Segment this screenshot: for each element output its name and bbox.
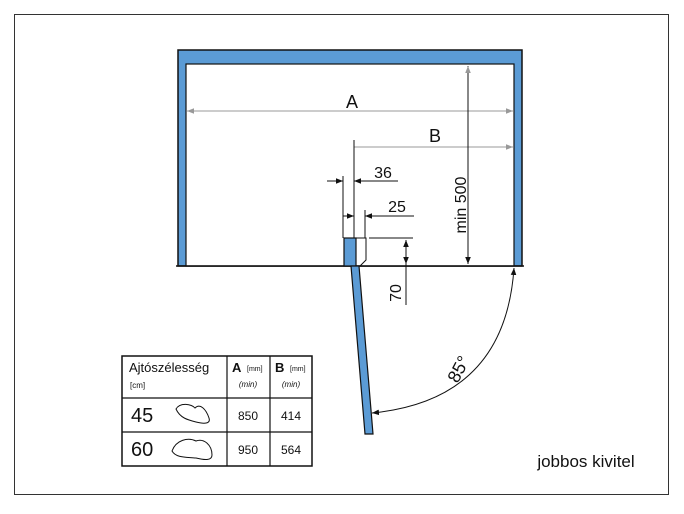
row-width: 60 xyxy=(131,439,153,461)
door-width-table: Ajtószélesség [cm] A [mm] (min) B [mm] (… xyxy=(121,355,313,467)
dimension-36: 36 xyxy=(327,165,398,238)
label-36: 36 xyxy=(374,165,392,182)
header-door-width: Ajtószélesség xyxy=(129,360,209,375)
row-b: 414 xyxy=(281,409,301,423)
header-door-width-unit: [cm] xyxy=(130,381,145,390)
cabinet xyxy=(176,49,524,267)
hand-icon xyxy=(175,403,210,424)
header-a: A xyxy=(232,360,242,375)
header-b-unit: [mm] xyxy=(290,366,306,373)
row-a: 850 xyxy=(238,409,258,423)
hand-icon xyxy=(171,438,213,461)
header-b: B xyxy=(275,360,284,375)
row-b: 564 xyxy=(281,443,301,457)
header-a-unit: [mm] xyxy=(247,366,263,373)
row-a: 950 xyxy=(238,443,258,457)
header-a-note: (min) xyxy=(239,380,258,389)
dimension-a: A xyxy=(187,92,513,114)
label-b: B xyxy=(429,126,441,146)
outer-frame xyxy=(14,14,669,495)
door xyxy=(343,237,374,435)
table-row: 60 950 564 xyxy=(131,438,301,461)
label-85-degrees: 85° xyxy=(443,352,473,385)
caption-right-hand-version: jobbos kivitel xyxy=(536,452,634,471)
table-row: 45 850 414 xyxy=(131,403,301,427)
dimension-25: 25 xyxy=(343,199,414,238)
label-a: A xyxy=(346,92,358,112)
label-70: 70 xyxy=(388,284,405,302)
dimension-b: B xyxy=(353,126,513,240)
label-min-500: min 500 xyxy=(453,176,470,233)
row-width: 45 xyxy=(131,405,153,427)
header-b-note: (min) xyxy=(282,380,301,389)
dimension-min-500: min 500 xyxy=(453,66,471,264)
label-25: 25 xyxy=(388,199,406,216)
